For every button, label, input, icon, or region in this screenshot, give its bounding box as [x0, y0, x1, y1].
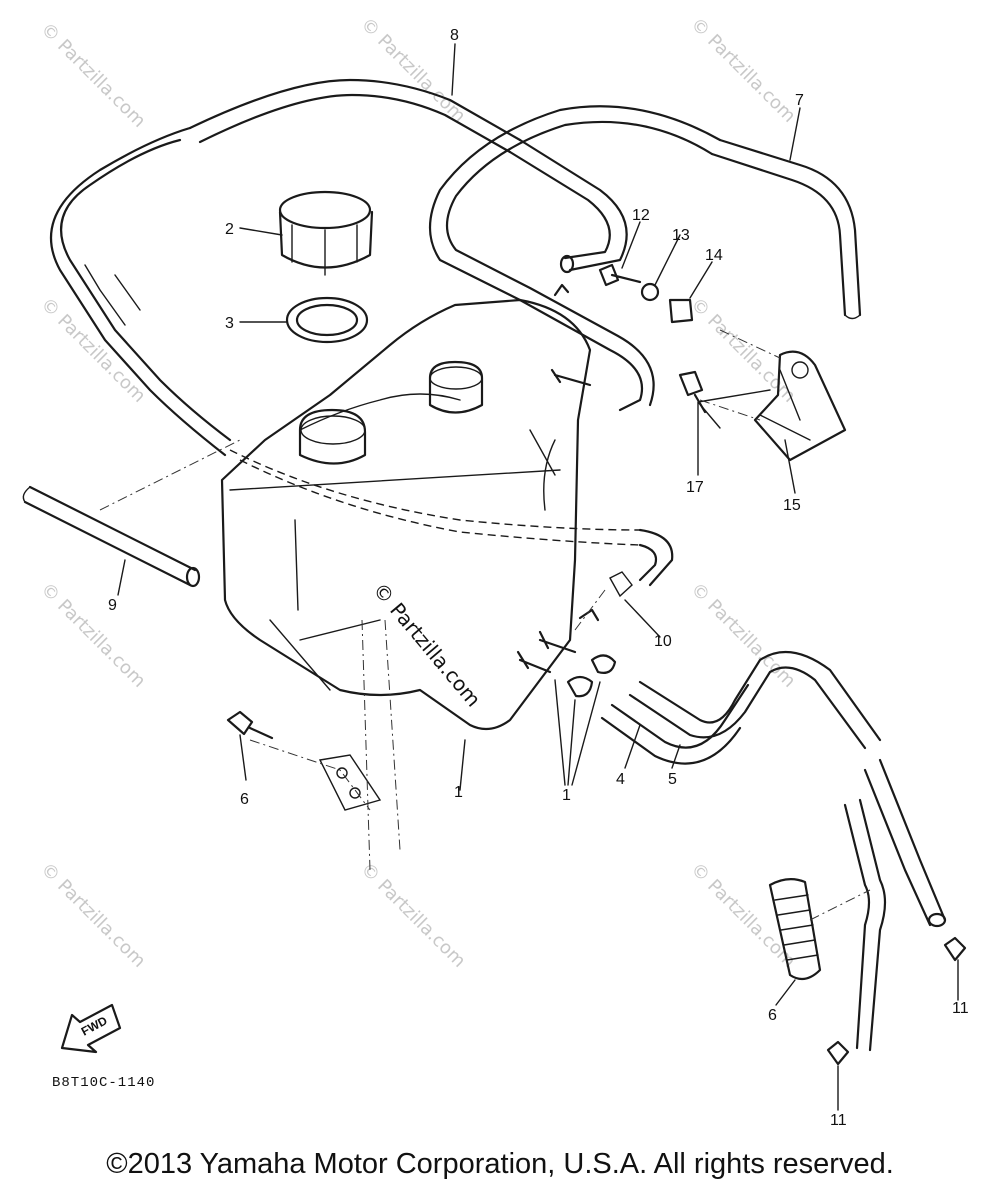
- callout-15: 15: [783, 497, 801, 514]
- callout-1: 1: [454, 784, 463, 801]
- watermark: © Partzilla.com: [686, 294, 799, 407]
- callout-labels: 1 1 2 3 4 5 6 6 7 8 9 10 11 11 12 13 14 …: [108, 27, 969, 1129]
- callout-12: 12: [632, 207, 650, 224]
- callout-9: 9: [108, 597, 117, 614]
- watermark: © Partzilla.com: [686, 579, 799, 692]
- hose-7: [429, 105, 862, 412]
- watermark: © Partzilla.com: [36, 579, 149, 692]
- callout-3: 3: [225, 315, 234, 332]
- tank-1: [220, 298, 674, 731]
- callout-11: 11: [952, 1000, 969, 1017]
- cap-2: [278, 190, 374, 276]
- callout-7: 7: [795, 92, 804, 109]
- watermark: © Partzilla.com: [686, 14, 799, 127]
- callout-6: 6: [240, 791, 249, 808]
- leader-lines: [117, 43, 959, 1111]
- hose-8: [50, 78, 628, 457]
- callout-5: 5: [668, 771, 677, 788]
- callout-4: 4: [616, 771, 625, 788]
- callout-1: 1: [562, 787, 571, 804]
- watermark: © Partzilla.com: [686, 859, 799, 972]
- callout-6: 6: [768, 1007, 777, 1024]
- gasket-3: [285, 296, 369, 344]
- callout-14: 14: [705, 247, 723, 264]
- diagram-code: B8T10C-1140: [52, 1075, 155, 1091]
- assembly-lines: [99, 329, 871, 921]
- callout-2: 2: [225, 221, 234, 238]
- watermark: © Partzilla.com: [356, 859, 469, 972]
- callout-8: 8: [450, 27, 459, 44]
- watermark: © Partzilla.com: [36, 19, 149, 132]
- callout-11: 11: [830, 1112, 847, 1129]
- fwd-arrow-icon: FWD: [60, 1003, 122, 1054]
- watermark-center: © Partzilla.com: [368, 578, 486, 712]
- callout-10: 10: [654, 633, 672, 650]
- copyright-notice: ©2013 Yamaha Motor Corporation, U.S.A. A…: [106, 1148, 894, 1180]
- callout-13: 13: [672, 227, 690, 244]
- hose-9: [22, 485, 201, 588]
- watermark: © Partzilla.com: [36, 859, 149, 972]
- hardware: [226, 263, 967, 1066]
- callout-17: 17: [686, 479, 704, 496]
- hoses-4-5: [600, 650, 947, 1052]
